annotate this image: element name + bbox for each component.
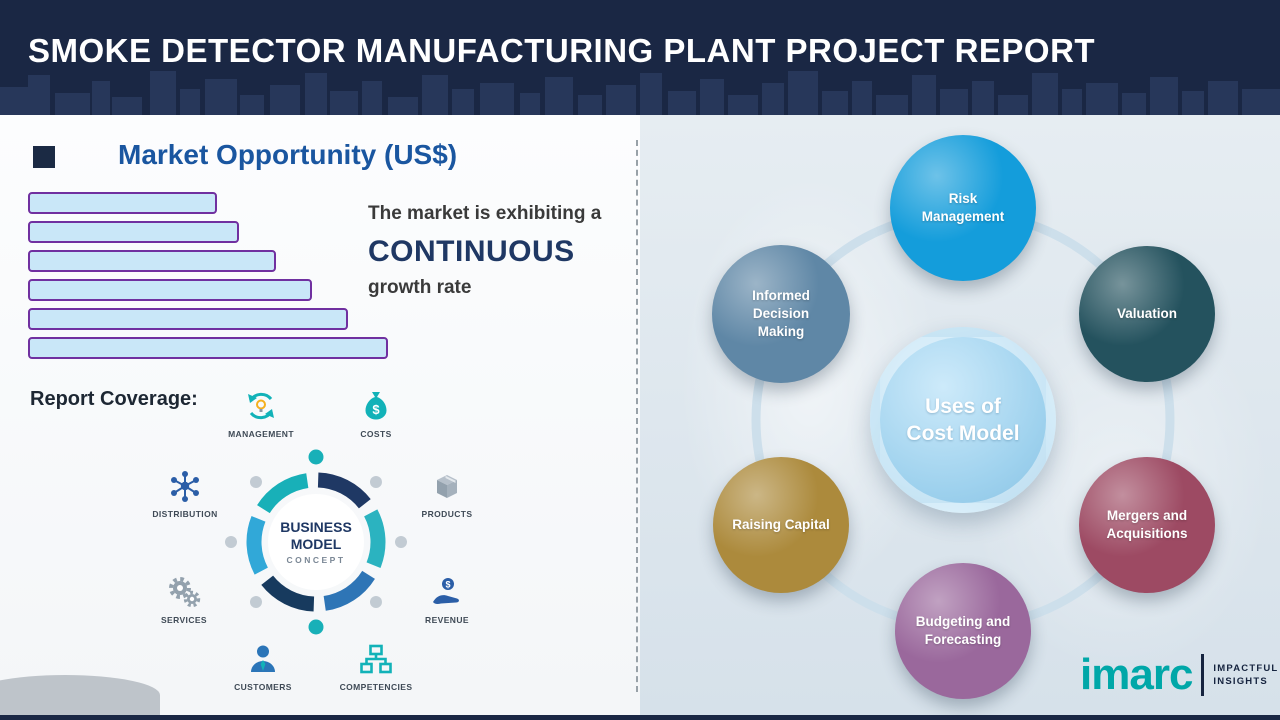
node-label: Informed Decision Making bbox=[752, 287, 810, 340]
business-model-subtitle: CONCEPT bbox=[286, 554, 346, 565]
logo-tagline: IMPACTFUL INSIGHTS bbox=[1213, 663, 1278, 687]
distribution-icon bbox=[171, 471, 199, 502]
market-bar bbox=[28, 308, 349, 330]
coverage-item-customers: CUSTOMERS bbox=[208, 641, 318, 692]
coverage-item-label: SERVICES bbox=[160, 615, 208, 625]
node-label: Raising Capital bbox=[732, 516, 830, 532]
market-bar bbox=[28, 250, 276, 272]
logo-tagline-line2: INSIGHTS bbox=[1213, 676, 1268, 687]
logo-divider bbox=[1201, 654, 1205, 696]
costs-icon: $ bbox=[365, 392, 387, 420]
panel-divider bbox=[636, 140, 638, 692]
coverage-item-label: COMPETENCIES bbox=[339, 682, 413, 692]
cost-model-center: Uses of Cost Model bbox=[870, 327, 1056, 513]
market-bar bbox=[28, 337, 389, 359]
bottom-strip bbox=[0, 715, 1280, 720]
growth-highlight: CONTINUOUS bbox=[368, 235, 575, 268]
coverage-item-products: PRODUCTS bbox=[392, 468, 502, 519]
coverage-item-management: MANAGEMENT bbox=[206, 388, 316, 439]
cost-model-center-line1: Uses of bbox=[925, 394, 1001, 418]
imarc-logo: imarc IMPACTFUL INSIGHTS bbox=[1080, 653, 1278, 697]
cost-model-node-valuation: Valuation bbox=[1079, 246, 1215, 382]
coverage-item-label: REVENUE bbox=[425, 615, 469, 625]
growth-line-1: The market is exhibiting a bbox=[368, 203, 602, 224]
management-icon bbox=[248, 392, 274, 420]
cost-model-node-raising-capital: Raising Capital bbox=[713, 457, 849, 593]
cost-model-node-budgeting-and-forecasting: Budgeting and Forecasting bbox=[895, 563, 1031, 699]
node-label: Mergers and Acquisitions bbox=[1106, 507, 1188, 541]
node-label: Budgeting and Forecasting bbox=[915, 613, 1011, 647]
logo-tagline-line1: IMPACTFUL bbox=[1213, 663, 1279, 674]
coverage-item-label: COSTS bbox=[360, 429, 392, 439]
market-bar bbox=[28, 192, 218, 214]
competencies-icon bbox=[360, 644, 392, 674]
business-model-title-line2: MODEL bbox=[290, 535, 342, 552]
coverage-item-competencies: COMPETENCIES bbox=[321, 641, 431, 692]
growth-text-block: The market is exhibiting a CONTINUOUS gr… bbox=[368, 203, 630, 299]
coverage-item-label: MANAGEMENT bbox=[228, 429, 294, 439]
cost-model-node-mergers-and-acquisitions: Mergers and Acquisitions bbox=[1079, 457, 1215, 593]
node-label: Valuation bbox=[1116, 305, 1177, 321]
svg-text:$: $ bbox=[372, 402, 380, 417]
cost-model-center-line2: Cost Model bbox=[906, 422, 1020, 445]
coverage-item-label: DISTRIBUTION bbox=[152, 509, 218, 519]
coverage-item-revenue: $ REVENUE bbox=[392, 574, 502, 625]
coverage-item-label: CUSTOMERS bbox=[234, 682, 292, 692]
growth-line-2: growth rate bbox=[368, 277, 472, 298]
cost-model-node-risk-management: Risk Management bbox=[890, 135, 1036, 281]
header-banner: SMOKE DETECTOR MANUFACTURING PLANT PROJE… bbox=[0, 0, 1280, 115]
market-bar bbox=[28, 221, 240, 243]
market-opportunity-title: Market Opportunity (US$) bbox=[118, 139, 458, 170]
business-model-title-line1: BUSINESS bbox=[280, 519, 352, 536]
right-panel: Uses of Cost Model Risk Management Infor… bbox=[640, 115, 1280, 715]
services-icon bbox=[169, 577, 201, 608]
accent-square bbox=[33, 146, 55, 168]
coverage-item-costs: $ COSTS bbox=[321, 388, 431, 439]
market-bar bbox=[28, 279, 312, 301]
report-coverage-label: Report Coverage: bbox=[30, 388, 198, 410]
svg-text:$: $ bbox=[445, 580, 450, 590]
products-icon bbox=[437, 475, 457, 498]
revenue-icon: $ bbox=[433, 578, 459, 604]
coverage-item-label: PRODUCTS bbox=[421, 509, 473, 519]
report-title: SMOKE DETECTOR MANUFACTURING PLANT PROJE… bbox=[28, 32, 1096, 69]
customers-icon bbox=[251, 645, 275, 672]
market-bar-chart bbox=[28, 192, 392, 359]
business-model-ring bbox=[225, 449, 407, 635]
coverage-item-services: SERVICES bbox=[129, 574, 239, 625]
city-skyline-silhouette bbox=[0, 71, 1280, 115]
left-panel: Market Opportunity (US$) The market is e… bbox=[0, 115, 640, 715]
coverage-item-distribution: DISTRIBUTION bbox=[130, 468, 240, 519]
business-model-center: BUSINESS MODEL CONCEPT bbox=[256, 495, 376, 589]
imarc-wordmark: imarc bbox=[1080, 650, 1193, 699]
corner-silhouette bbox=[0, 675, 160, 715]
node-label: Risk Management bbox=[921, 190, 1005, 224]
cost-model-node-informed-decision-making: Informed Decision Making bbox=[712, 245, 850, 383]
